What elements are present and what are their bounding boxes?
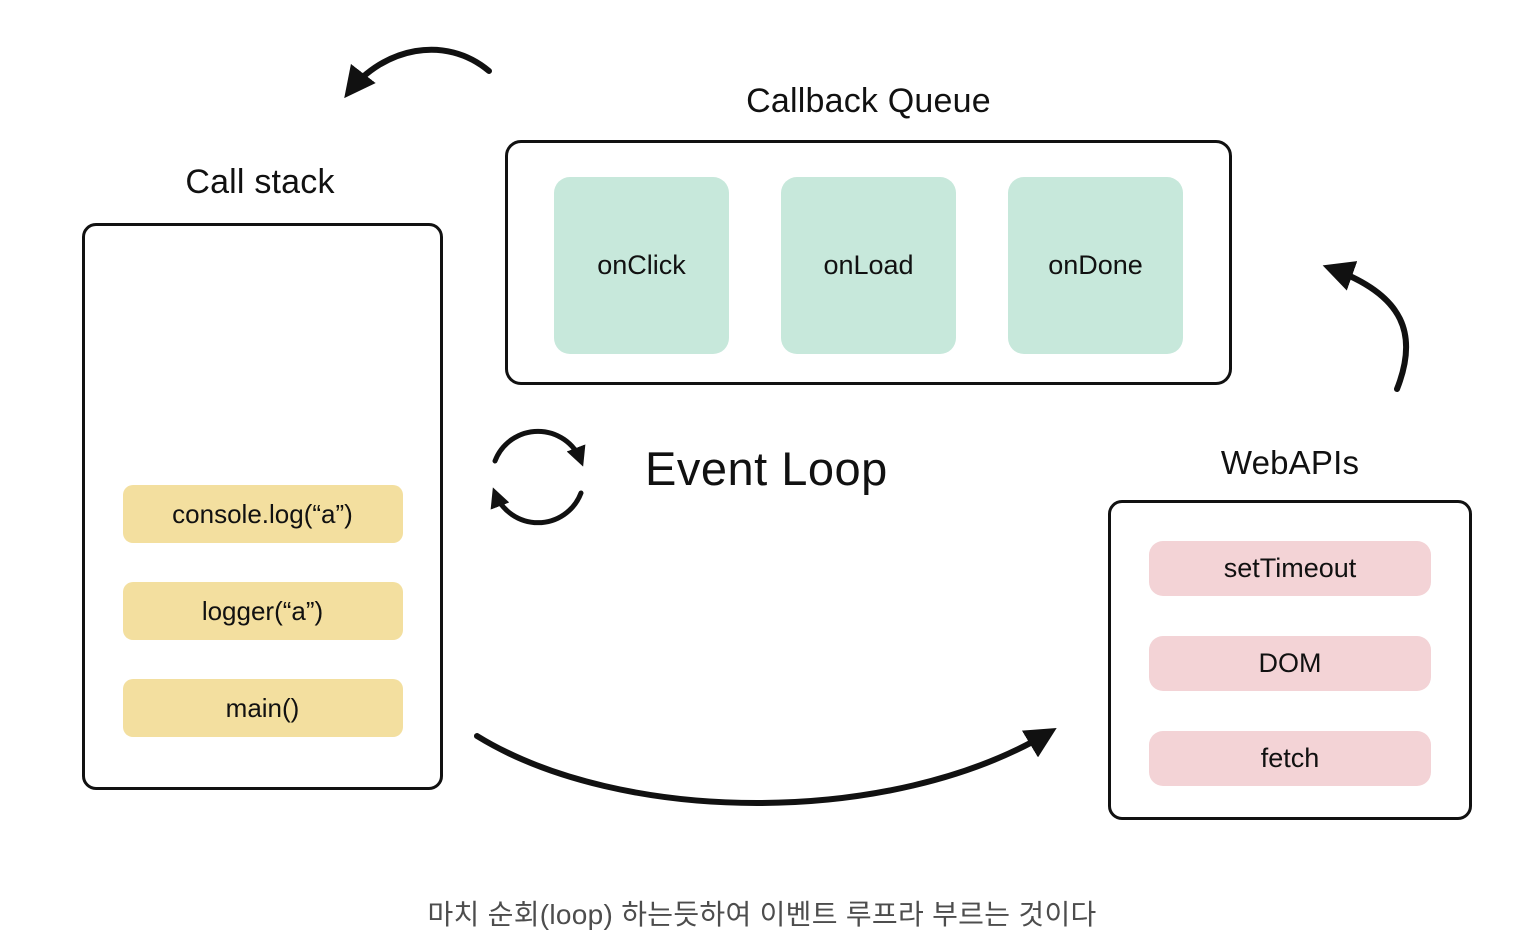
stack-frame-logger: logger(“a”) — [122, 582, 403, 640]
queue-item-onload: onLoad — [781, 177, 956, 354]
event-loop-label: Event Loop — [645, 442, 888, 495]
webapi-item-fetch: fetch — [1149, 731, 1431, 786]
arrow-webapis-to-queue — [1322, 261, 1410, 392]
webapi-item-settimeout: setTimeout — [1149, 541, 1431, 596]
arrow-stack-to-webapis — [474, 727, 1057, 806]
arrow-queue-to-stack — [344, 46, 492, 99]
call-stack-title: Call stack — [185, 163, 335, 201]
circular-loop-arrows-icon — [490, 428, 586, 526]
webapis-box: setTimeout DOM fetch — [1108, 500, 1472, 820]
queue-item-onclick: onClick — [554, 177, 729, 354]
stack-frame-console-log: console.log(“a”) — [122, 485, 403, 543]
callback-queue-box: onClick onLoad onDone — [505, 140, 1232, 385]
caption-text: 마치 순회(loop) 하는듯하여 이벤트 루프라 부르는 것이다 — [427, 899, 1097, 930]
webapi-item-dom: DOM — [1149, 636, 1431, 691]
queue-item-ondone: onDone — [1008, 177, 1183, 354]
callback-queue-title: Callback Queue — [746, 82, 991, 120]
call-stack-box: console.log(“a”) logger(“a”) main() — [82, 223, 443, 790]
webapis-title: WebAPIs — [1220, 444, 1360, 481]
stack-frame-main: main() — [122, 679, 403, 737]
